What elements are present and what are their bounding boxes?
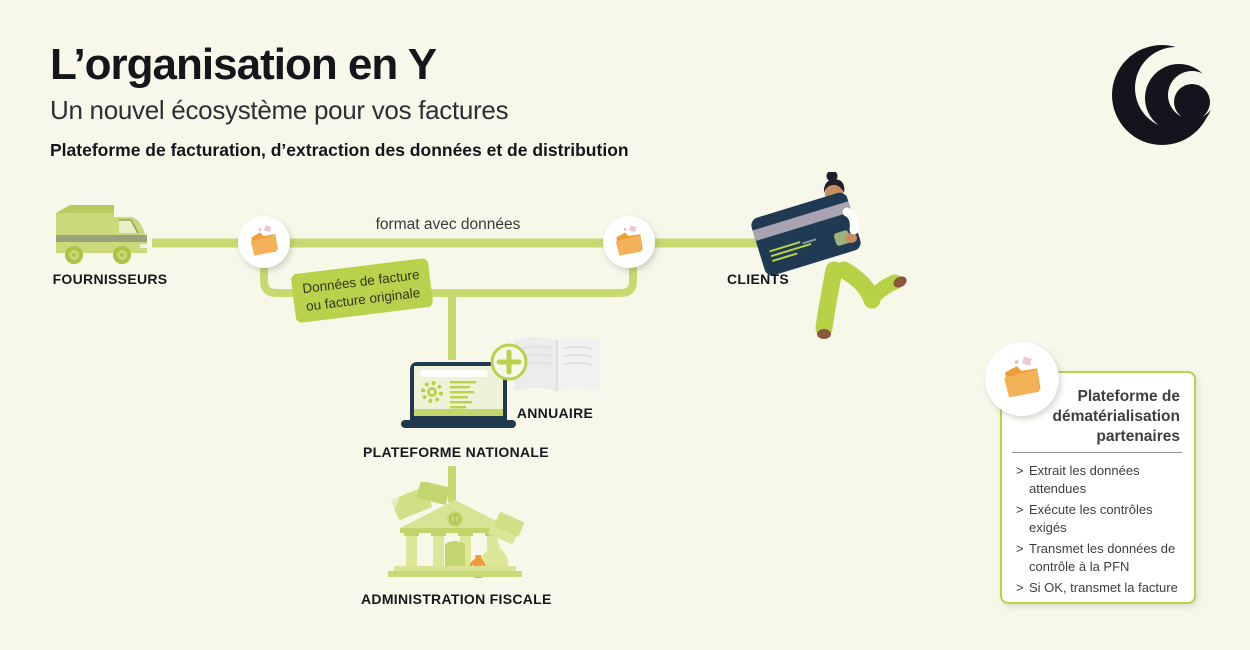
- directory-book-icon: [506, 333, 608, 401]
- swirl-crescents-logo: [1108, 38, 1220, 146]
- list-item-text: Exécute les contrôles exigés: [1029, 502, 1153, 536]
- node-label-annuaire: ANNUAIRE: [516, 405, 594, 421]
- list-item: > Extrait les données attendues: [1016, 462, 1186, 498]
- panel-title-line1: Plateforme de: [1077, 388, 1180, 405]
- list-item: > Si OK, transmet la facture: [1016, 579, 1186, 597]
- page-tagline: Plateforme de facturation, d’extraction …: [50, 140, 629, 160]
- bullet: >: [1016, 502, 1024, 518]
- orange-folder-icon: [615, 225, 643, 256]
- panel-title-line2: dématérialisation: [1052, 407, 1181, 425]
- page-title: L’organisation en Y: [50, 40, 437, 89]
- list-item-text: Si OK, transmet la facture: [1029, 580, 1178, 596]
- node-label-clients: CLIENTS: [727, 271, 789, 287]
- list-item-text: Transmet les données de contrôle à la PF…: [1029, 541, 1176, 575]
- folder-node-right: [603, 216, 655, 268]
- client-credit-card-icon: [748, 172, 908, 342]
- node-label-plateforme-nationale: PLATEFORME NATIONALE: [363, 444, 549, 460]
- bullet: >: [1016, 580, 1024, 596]
- bullet: >: [1016, 463, 1024, 479]
- laptop-platform-icon: [396, 350, 521, 432]
- plus-link-icon: [489, 342, 529, 382]
- folder-node-panel: [985, 342, 1059, 416]
- tax-administration-icon: [376, 482, 531, 588]
- folder-node-left: [238, 216, 290, 268]
- node-label-fournisseurs: FOURNISSEURS: [52, 271, 168, 287]
- orange-folder-icon: [250, 225, 278, 256]
- list-item-text: Extrait les données attendues: [1029, 463, 1140, 497]
- list-item: > Exécute les contrôles exigés: [1016, 501, 1186, 537]
- panel-feature-list: > Extrait les données attendues > Exécut…: [1002, 462, 1194, 597]
- panel-divider: [1012, 452, 1182, 454]
- list-item: > Transmet les données de contrôle à la …: [1016, 540, 1186, 576]
- page-subtitle: Un nouvel écosystème pour vos factures: [50, 95, 509, 125]
- bullet: >: [1016, 541, 1024, 557]
- panel-title-line3: partenaires: [1096, 427, 1180, 445]
- flow-label-format: format avec données: [375, 216, 521, 233]
- panel-title: Plateforme de dématérialisation partenai…: [1022, 387, 1181, 446]
- pdp-info-panel: Plateforme de dématérialisation partenai…: [1000, 371, 1196, 604]
- delivery-truck-icon: [52, 203, 154, 269]
- orange-folder-icon: [1004, 356, 1041, 398]
- node-label-administration-fiscale: ADMINISTRATION FISCALE: [361, 591, 552, 607]
